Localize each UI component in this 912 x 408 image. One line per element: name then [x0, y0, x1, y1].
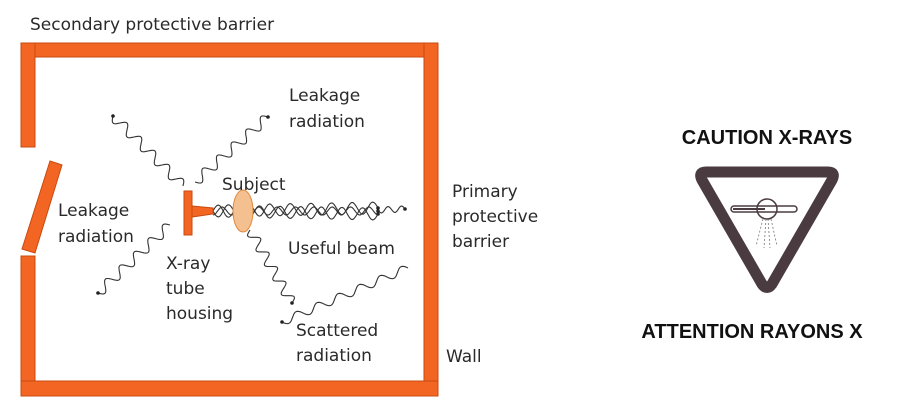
useful-beam-tail	[377, 205, 406, 214]
attention-text: ATTENTION RAYONS X	[641, 321, 863, 343]
tube-housing-label-3: housing	[166, 304, 233, 324]
left-wall-upper	[20, 42, 36, 148]
leakage-top-label-1: Leakage	[289, 86, 360, 106]
primary-barrier-label-3: barrier	[452, 232, 509, 252]
wall-label: Wall	[446, 347, 482, 367]
tube-cone	[191, 205, 214, 218]
arrowhead-icon	[290, 301, 294, 305]
leakage-top-label-2: radiation	[289, 112, 365, 132]
arrowhead-icon	[280, 320, 284, 324]
warning-triangle-icon	[695, 166, 839, 293]
tube-housing-label-2: tube	[166, 279, 205, 299]
arrowhead-icon	[96, 291, 100, 295]
x-ray-tube-icon	[730, 198, 798, 249]
primary-barrier-label-2: protective	[452, 207, 538, 227]
scattered-label-1: Scattered	[296, 321, 378, 341]
left-wall-lower	[20, 255, 36, 397]
leakage-left-label-2: radiation	[58, 227, 134, 247]
arrowhead-icon	[376, 206, 380, 210]
room-walls	[20, 42, 439, 397]
leakage-left-label-1: Leakage	[58, 201, 129, 221]
door	[21, 160, 63, 254]
arrowhead-icon	[403, 207, 407, 211]
top-wall	[20, 42, 439, 58]
caution-text: CAUTION X-RAYS	[682, 127, 852, 149]
arrowhead-icon	[111, 114, 115, 118]
right-wall	[423, 42, 439, 397]
subject-label: Subject	[222, 175, 286, 195]
tube-housing-label-1: X-ray	[166, 254, 210, 274]
secondary-barrier-label: Secondary protective barrier	[30, 15, 274, 35]
scattered-label-2: radiation	[296, 346, 372, 366]
leakage-wave-up-left	[111, 115, 185, 187]
scattered-wave-down	[247, 229, 295, 304]
leakage-wave-down-left	[97, 223, 171, 295]
x-ray-tube-housing	[183, 190, 214, 236]
tube-housing-bar	[183, 190, 193, 236]
bottom-wall	[20, 380, 439, 397]
subject-ellipse	[232, 189, 254, 233]
primary-barrier-label-1: Primary	[452, 182, 518, 202]
caution-sign: CAUTION X-RAYS ATTENTION RAYONS X	[641, 127, 863, 343]
arrowhead-icon	[266, 115, 270, 119]
useful-beam-label: Useful beam	[288, 239, 395, 259]
scattered-wave-wall	[281, 265, 409, 325]
leakage-wave-up-right	[194, 115, 269, 184]
